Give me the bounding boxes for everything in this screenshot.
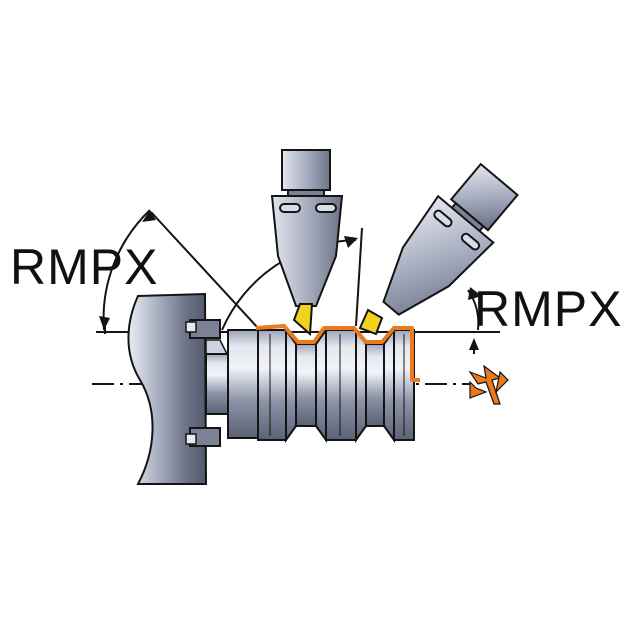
right-angle-dimension [467,287,482,354]
inclined-tool [358,162,519,336]
left-rmpx-label: RMPX [10,239,158,295]
right-groove [365,343,385,427]
machined-profile [255,324,420,382]
inclined-tool-insert [358,308,384,336]
right-rmpx-label: RMPX [474,281,622,337]
feed-direction-arrows-icon [468,364,509,405]
left-angle-dimension [99,209,259,334]
chuck [127,292,230,485]
vertical-tool-insert [292,303,314,337]
vertical-tool [270,149,344,337]
workpiece [205,326,415,444]
left-groove [295,343,317,427]
vertical-tool-coupling [281,149,331,191]
